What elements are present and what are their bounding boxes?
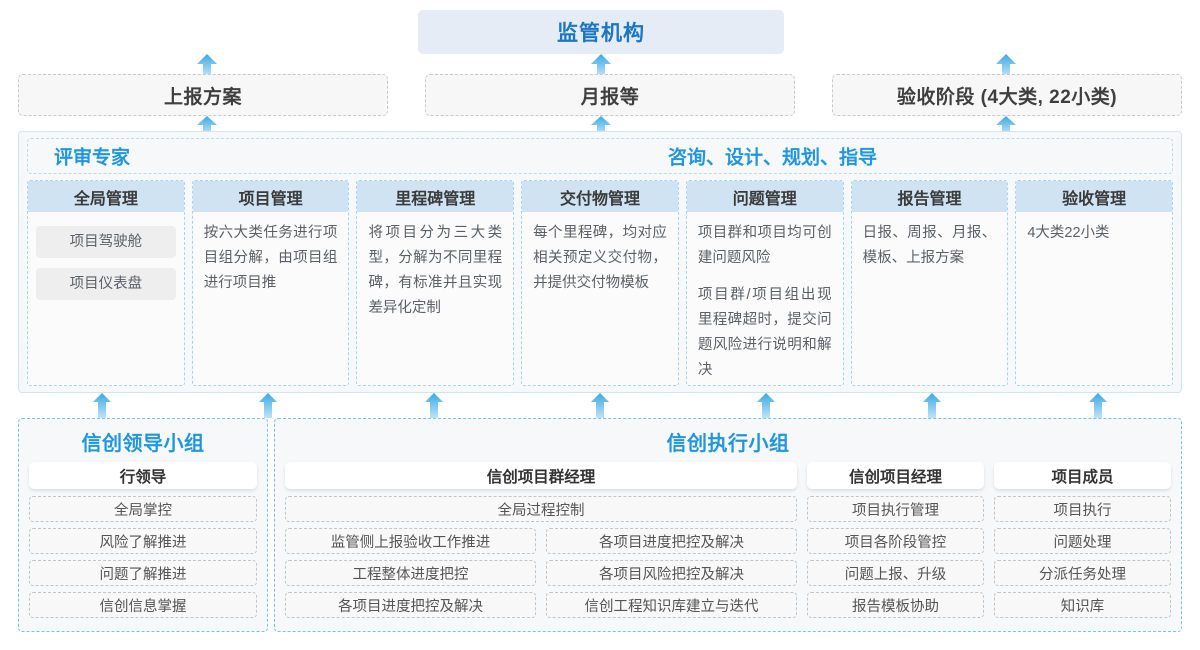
exec-group-panel: 信创执行小组 信创项目群经理 全局过程控制 监管侧上报验收工作推进 工程整体进度… [274, 418, 1182, 632]
task-item[interactable]: 知识库 [994, 592, 1171, 618]
leading-group-title: 信创领导小组 [81, 433, 205, 455]
task-item[interactable]: 各项目进度把控及解决 [546, 528, 797, 554]
column-body: 按六大类任务进行项目组分解，由项目组进行项目推 [193, 212, 349, 385]
arrow-up-icon-col1 [93, 393, 111, 423]
arrow-up-icon-col3 [425, 393, 443, 423]
task-item[interactable]: 信创信息掌握 [29, 592, 257, 618]
expert-panel-header: 评审专家 咨询、设计、规划、指导 [27, 138, 1173, 174]
deliverable-label: 月报等 [580, 86, 640, 108]
arrow-up-icon-acceptance [996, 54, 1016, 81]
column-milestone-management[interactable]: 里程碑管理 将项目分为三大类型，分解为不同里程碑，有标准并且实现差异化定制 [356, 180, 515, 386]
deliverable-acceptance-phase: 验收阶段 (4大类, 22小类) [832, 74, 1182, 116]
expert-panel-label-center: 咨询、设计、规划、指导 [668, 147, 878, 169]
task-item[interactable]: 全局掌控 [29, 496, 257, 522]
deliverable-label: 上报方案 [163, 86, 242, 108]
column-paragraph: 项目群和项目均可创建问题风险 [697, 225, 832, 266]
column-paragraph: 每个里程碑，均对应相关预定义交付物，并提供交付物模板 [533, 225, 667, 291]
regulator-label: 监管机构 [557, 22, 645, 45]
column-body: 4大类22小类 [1016, 212, 1172, 385]
program-manager-tasks-right: 各项目进度把控及解决 各项目风险把控及解决 信创工程知识库建立与迭代 [546, 528, 797, 618]
column-acceptance-management[interactable]: 验收管理 4大类22小类 [1015, 180, 1174, 386]
task-item[interactable]: 项目执行 [994, 496, 1171, 522]
expert-panel-label-left: 评审专家 [54, 147, 131, 169]
arrow-up-icon-report-plan [197, 54, 217, 81]
task-item[interactable]: 监管侧上报验收工作推进 [285, 528, 536, 554]
task-item[interactable]: 各项目风险把控及解决 [546, 560, 797, 586]
arrow-up-icon-expert-to-monthly [591, 116, 611, 139]
program-manager-role[interactable]: 信创项目群经理 [285, 462, 797, 489]
project-manager-block: 信创项目经理 项目执行管理 项目各阶段管控 问题上报、升级 报告模板协助 [807, 462, 984, 618]
column-title: 项目管理 [192, 181, 349, 212]
arrow-up-icon-col4 [591, 393, 609, 423]
capability-columns: 全局管理 项目驾驶舱 项目仪表盘 项目管理 按六大类任务进行项目组分解，由项目组… [27, 180, 1174, 386]
task-item[interactable]: 工程整体进度把控 [285, 560, 536, 586]
task-item-wide[interactable]: 全局过程控制 [285, 496, 797, 522]
exec-group-title: 信创执行小组 [666, 433, 790, 455]
deliverable-monthly-report: 月报等 [425, 74, 795, 116]
project-member-block: 项目成员 项目执行 问题处理 分派任务处理 知识库 [994, 462, 1171, 618]
column-body: 日报、周报、月报、模板、上报方案 [852, 212, 1008, 385]
column-body: 每个里程碑，均对应相关预定义交付物，并提供交付物模板 [522, 212, 678, 385]
column-title: 全局管理 [28, 181, 184, 212]
task-item[interactable]: 项目执行管理 [807, 496, 984, 522]
arrow-up-icon-col7 [1089, 393, 1107, 423]
leading-group-panel: 信创领导小组 行领导 全局掌控 风险了解推进 问题了解推进 信创信息掌握 [18, 418, 268, 632]
column-title: 报告管理 [851, 181, 1008, 212]
bottom-to-panel-arrows [18, 392, 1182, 420]
arrow-up-icon-expert-to-acceptance [996, 116, 1016, 139]
deliverable-report-plan: 上报方案 [18, 74, 388, 116]
column-deliverable-management[interactable]: 交付物管理 每个里程碑，均对应相关预定义交付物，并提供交付物模板 [521, 180, 679, 386]
column-report-management[interactable]: 报告管理 日报、周报、月报、模板、上报方案 [850, 180, 1009, 386]
program-manager-task-columns: 监管侧上报验收工作推进 工程整体进度把控 各项目进度把控及解决 各项目进度把控及… [285, 528, 797, 618]
project-manager-role[interactable]: 信创项目经理 [807, 462, 984, 489]
task-item[interactable]: 风险了解推进 [29, 528, 257, 554]
task-item[interactable]: 报告模板协助 [807, 592, 984, 618]
pill-item[interactable]: 项目仪表盘 [36, 268, 176, 300]
column-body: 将项目分为三大类型，分解为不同里程碑，有标准并且实现差异化定制 [357, 212, 513, 385]
program-manager-tasks-left: 监管侧上报验收工作推进 工程整体进度把控 各项目进度把控及解决 [285, 528, 536, 618]
arrow-up-icon-col5 [757, 393, 775, 423]
column-title: 交付物管理 [522, 181, 678, 212]
column-paragraph: 项目群/项目组出现里程碑超时，提交问题风险进行说明和解决 [697, 286, 832, 378]
task-item[interactable]: 项目各阶段管控 [807, 528, 984, 554]
arrow-up-icon-col6 [923, 393, 941, 423]
task-item[interactable]: 信创工程知识库建立与迭代 [546, 592, 797, 618]
task-item[interactable]: 问题上报、升级 [807, 560, 984, 586]
leading-group-role[interactable]: 行领导 [29, 462, 257, 489]
project-member-role[interactable]: 项目成员 [994, 462, 1171, 489]
deliverable-label: 验收阶段 (4大类, 22小类) [896, 86, 1118, 108]
exec-role-columns: 信创项目群经理 全局过程控制 监管侧上报验收工作推进 工程整体进度把控 各项目进… [285, 462, 1171, 618]
column-title: 验收管理 [1016, 181, 1173, 212]
column-paragraph: 将项目分为三大类型，分解为不同里程碑，有标准并且实现差异化定制 [368, 225, 503, 316]
arrow-up-icon-monthly [591, 54, 611, 81]
task-item[interactable]: 问题处理 [994, 528, 1171, 554]
task-item[interactable]: 各项目进度把控及解决 [285, 592, 536, 618]
column-paragraph: 按六大类任务进行项目组分解，由项目组进行项目推 [203, 225, 338, 291]
arrow-up-icon-col2 [259, 393, 277, 423]
column-global-management[interactable]: 全局管理 项目驾驶舱 项目仪表盘 [27, 180, 185, 386]
column-title: 问题管理 [686, 181, 843, 212]
regulator-box: 监管机构 [418, 10, 784, 54]
task-item[interactable]: 分派任务处理 [994, 560, 1171, 586]
deliverables-row: 上报方案 月报等 验收阶段 (4大类, 22小类) [18, 74, 1182, 116]
program-manager-block: 信创项目群经理 全局过程控制 监管侧上报验收工作推进 工程整体进度把控 各项目进… [285, 462, 797, 618]
column-issue-management[interactable]: 问题管理 项目群和项目均可创建问题风险 项目群/项目组出现里程碑超时，提交问题风… [685, 180, 844, 386]
task-item[interactable]: 问题了解推进 [29, 560, 257, 586]
column-body: 项目驾驶舱 项目仪表盘 [28, 212, 184, 385]
expert-panel: 评审专家 咨询、设计、规划、指导 全局管理 项目驾驶舱 项目仪表盘 项目管理 按… [18, 131, 1182, 393]
column-paragraph: 4大类22小类 [1027, 225, 1110, 241]
pill-item[interactable]: 项目驾驶舱 [36, 226, 176, 258]
column-body: 项目群和项目均可创建问题风险 项目群/项目组出现里程碑超时，提交问题风险进行说明… [687, 212, 843, 385]
column-paragraph: 日报、周报、月报、模板、上报方案 [862, 225, 997, 266]
column-project-management[interactable]: 项目管理 按六大类任务进行项目组分解，由项目组进行项目推 [191, 180, 350, 386]
arrow-up-icon-expert-to-plan [197, 116, 217, 139]
column-title: 里程碑管理 [357, 181, 514, 212]
